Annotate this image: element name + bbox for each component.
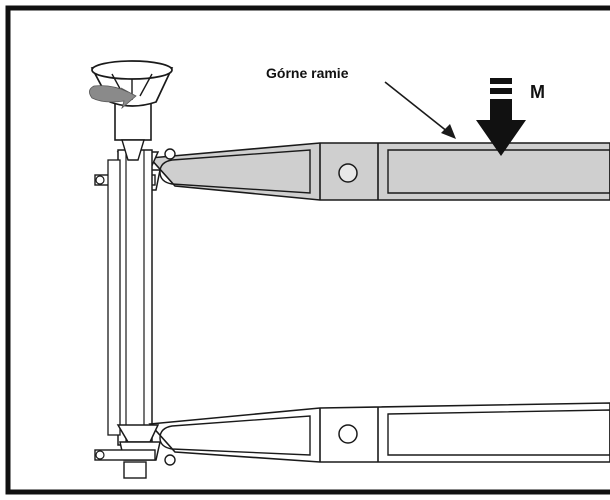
force-label: M — [530, 82, 545, 102]
vertical-post — [107, 149, 153, 446]
lower-arm-pivot — [338, 424, 358, 444]
upper-arm-pivot — [338, 163, 358, 183]
lower-arm — [94, 402, 610, 479]
force-indicator: M — [476, 78, 545, 156]
frame-border — [5, 5, 610, 495]
upper-arm-callout: Górne ramie — [266, 65, 456, 139]
rotating-knob — [89, 60, 174, 161]
curved-arrow-icon — [89, 85, 137, 110]
upper-arm-label: Górne ramie — [266, 65, 349, 81]
down-arrow-icon — [476, 99, 526, 156]
upper-arm-body — [148, 142, 610, 201]
upper-arm — [94, 142, 610, 201]
